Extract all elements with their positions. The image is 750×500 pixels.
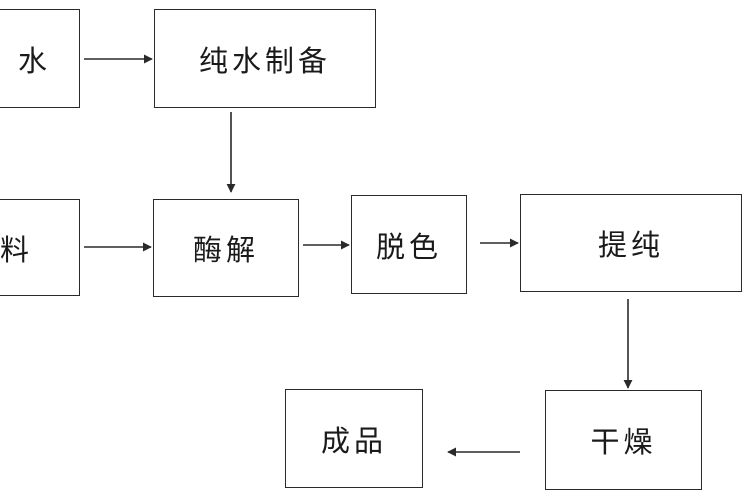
node-pure-water-preparation: 纯水制备 [154,9,376,108]
node-drying-label: 干燥 [590,425,657,459]
node-decolorization-label: 脱色 [375,229,442,264]
node-enzymolysis: 酶解 [153,199,299,297]
node-purification-label: 提纯 [597,228,664,262]
node-enzymolysis-label: 酶解 [192,233,259,267]
node-purification: 提纯 [520,194,742,292]
node-raw-material: 料 [0,199,80,296]
node-finished-product: 成品 [285,389,423,488]
node-raw-material-label: 料 [0,232,33,267]
node-finished-product-label: 成品 [320,423,387,458]
node-drying: 干燥 [545,390,702,490]
node-pure-water-preparation-label: 纯水制备 [198,43,331,78]
node-decolorization: 脱色 [351,195,467,294]
node-source-water-label: 水 [17,43,51,78]
node-source-water: 水 [0,9,80,108]
